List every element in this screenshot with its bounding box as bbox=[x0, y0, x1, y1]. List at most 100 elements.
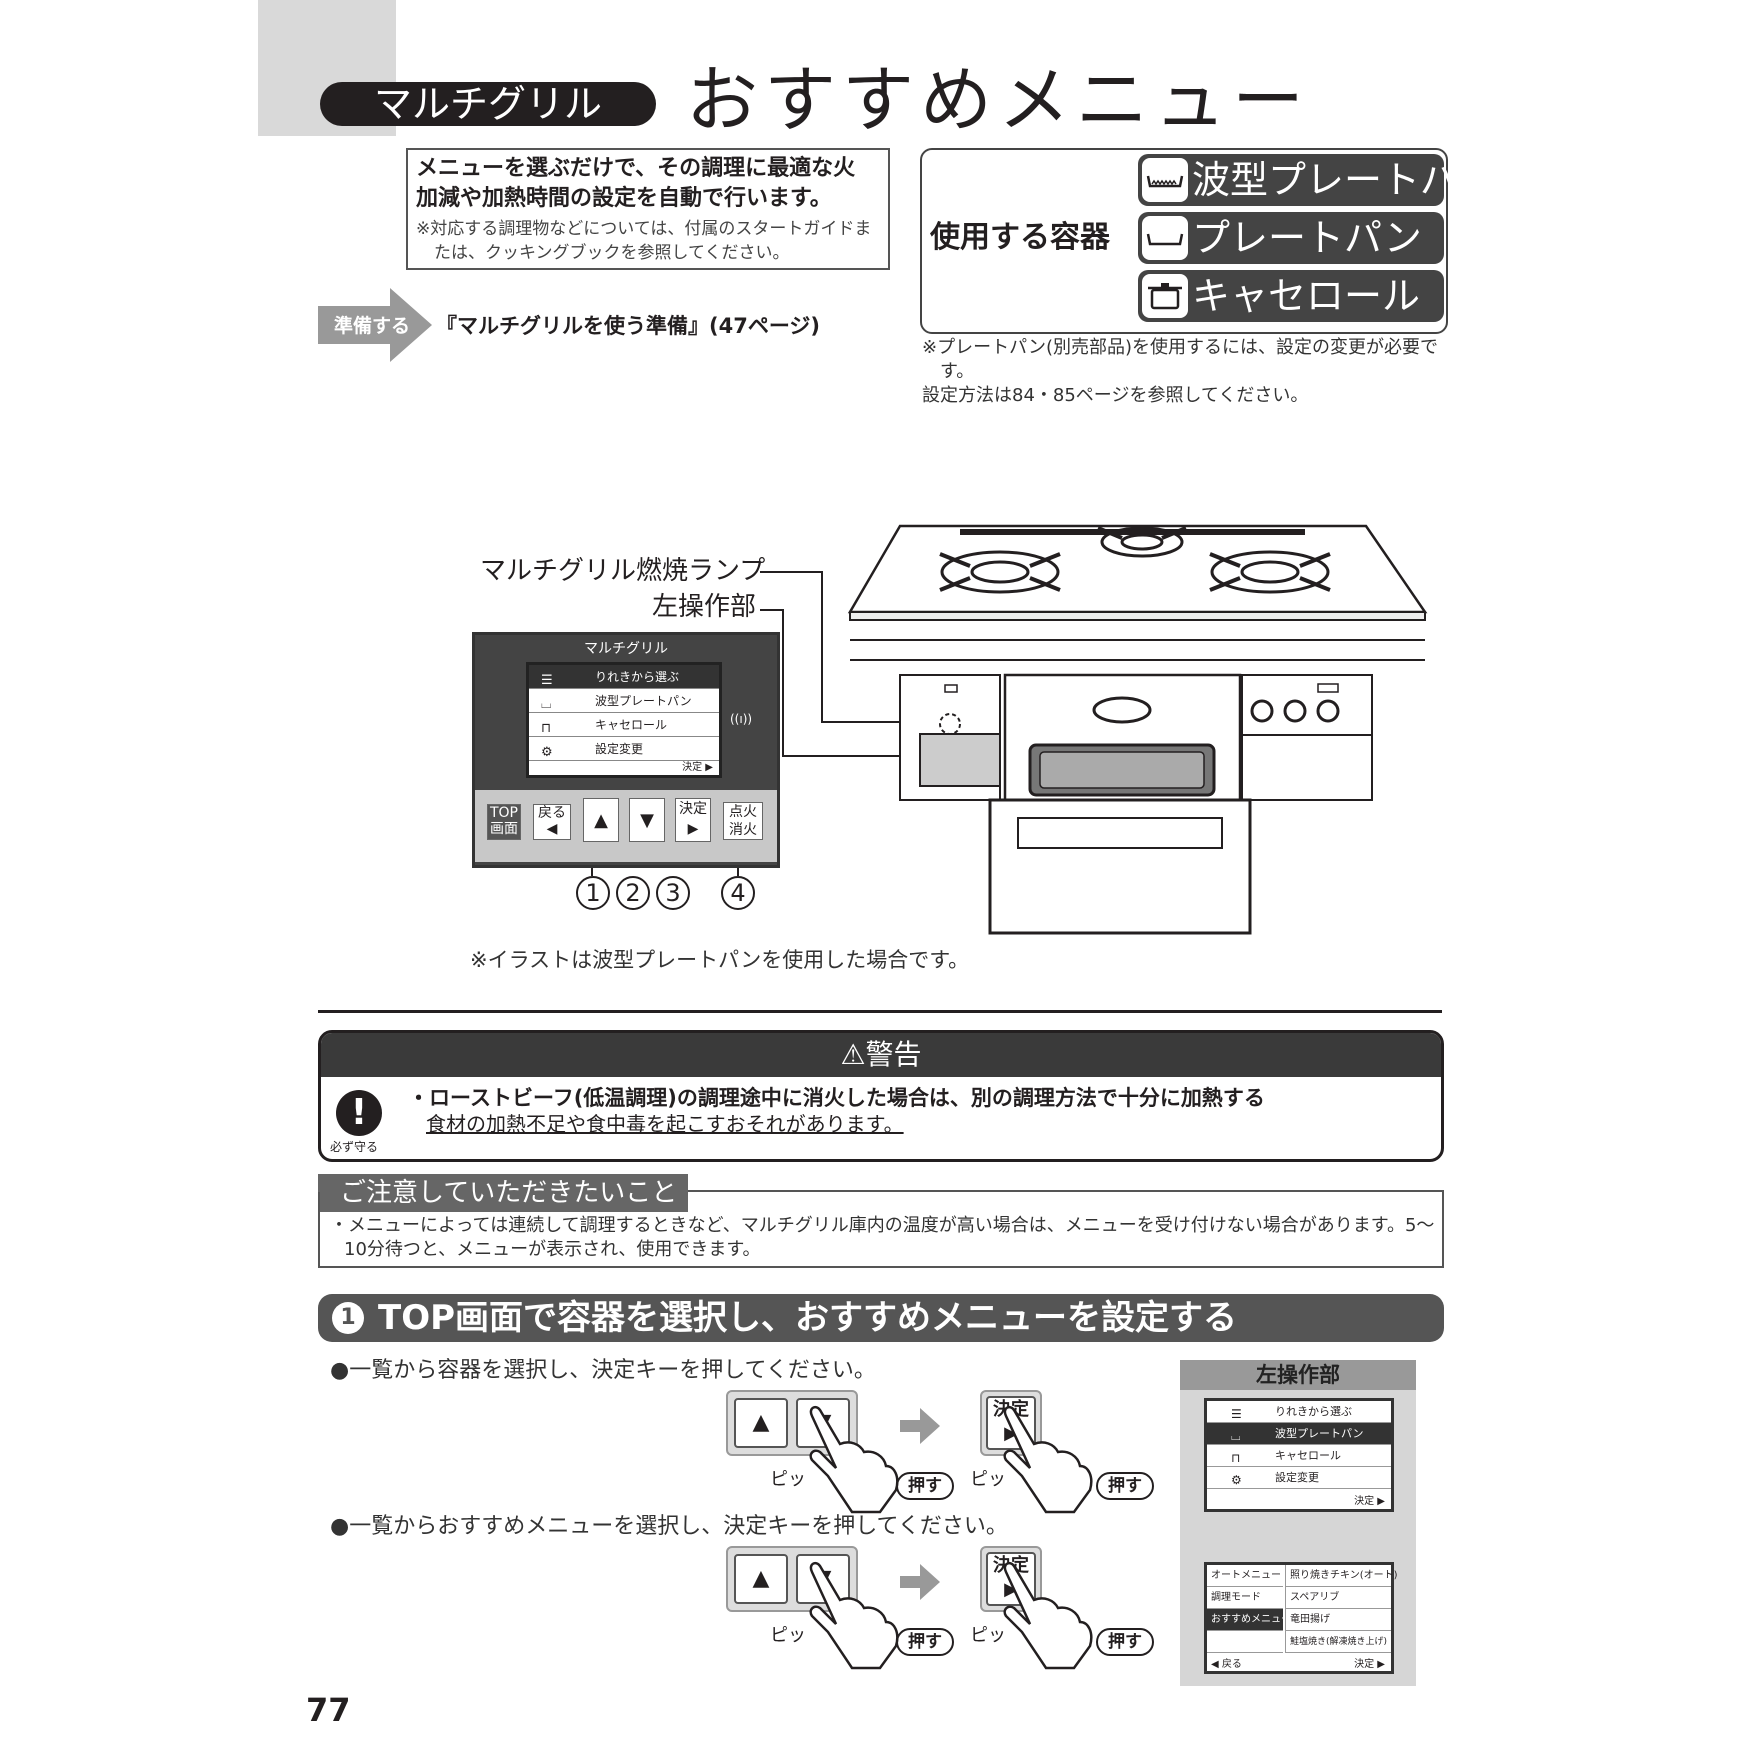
prep-reference-link[interactable]: 『マルチグリルを使う準備』(47ページ) bbox=[436, 314, 820, 338]
menu-item: スペアリブ bbox=[1285, 1587, 1391, 1609]
display-item-casserole: ⊓ キャセロール bbox=[529, 713, 719, 737]
menu-category: 調理モード bbox=[1207, 1587, 1283, 1609]
display-item-label: 波型プレートパン bbox=[595, 694, 692, 708]
list-icon: ☰ bbox=[1231, 1407, 1242, 1421]
intro-lead-line1: メニューを選ぶだけで、その調理に最適な火 bbox=[416, 156, 856, 181]
step1-illustration bbox=[809, 1405, 1093, 1670]
step1-instruction1: ●一覧から容器を選択し、決定キーを押してください。 bbox=[330, 1358, 876, 1383]
display-item-wave-pan: ⌴ 波型プレートパン bbox=[529, 689, 719, 713]
push-label: 押す bbox=[896, 1472, 954, 1500]
panel-item-label: りれきから選ぶ bbox=[1275, 1405, 1352, 1418]
display-title: マルチグリル bbox=[584, 641, 668, 657]
caution-top-line bbox=[688, 1190, 1444, 1192]
menu-item: 鮭塩焼き(解凍焼き上げ) bbox=[1285, 1631, 1391, 1653]
exclamation-icon: ! bbox=[336, 1090, 382, 1136]
caution-box bbox=[318, 1192, 1444, 1268]
down-key[interactable]: ▼ bbox=[629, 798, 665, 842]
wave-plate-pan-icon: ⌴ bbox=[1231, 1429, 1241, 1443]
warning-line2: 食材の加熱不足や食中毒を起こすおそれがあります。 bbox=[426, 1112, 904, 1136]
push-label: 押す bbox=[1096, 1472, 1154, 1500]
top-screen-key[interactable]: TOP 画面 bbox=[487, 804, 521, 840]
left-panel-callout: 左操作部 bbox=[652, 592, 757, 622]
decide-key[interactable]: 決定 ▶ bbox=[675, 798, 711, 842]
display-decide: 決定 ▶ bbox=[682, 762, 713, 773]
gear-icon: ⚙ bbox=[541, 745, 553, 760]
containers-note: ※プレートパン(別売部品)を使用するには、設定の変更が必要です。 設定方法は84… bbox=[922, 336, 1462, 408]
number-4: 4 bbox=[721, 876, 755, 910]
prep-label: 準備する bbox=[333, 315, 410, 337]
back-key[interactable]: 戻る ◀ bbox=[533, 804, 571, 840]
intro-note: ※対応する調理物などについては、付属のスタートガイドまたは、クッキングブックを参… bbox=[416, 219, 872, 263]
warning-line1: ・ローストビーフ(低温調理)の調理途中に消火した場合は、別の調理方法で十分に加熱… bbox=[408, 1086, 1265, 1110]
warning-triangle-icon: ⚠ bbox=[840, 1038, 866, 1071]
number-2: 2 bbox=[616, 876, 650, 910]
menu-category: オートメニュー bbox=[1207, 1565, 1283, 1587]
warning-title: 警告 bbox=[865, 1038, 922, 1071]
step1-instruction2: ●一覧からおすすめメニューを選択し、決定キーを押してください。 bbox=[330, 1514, 1008, 1539]
panel-item-label: 波型プレートパン bbox=[1275, 1427, 1364, 1440]
display-item-label: りれきから選ぶ bbox=[595, 670, 680, 684]
panel-item-settings: ⚙設定変更 bbox=[1207, 1467, 1391, 1489]
plate-pan-icon bbox=[1142, 216, 1188, 260]
casserole-icon: ⊓ bbox=[541, 721, 552, 736]
number-3: 3 bbox=[656, 876, 690, 910]
intro-lead-line2: 加減や加熱時間の設定を自動で行います。 bbox=[416, 186, 832, 211]
panel-item-label: 設定変更 bbox=[1275, 1471, 1319, 1484]
wireless-icon: ((ı)) bbox=[730, 712, 753, 726]
containers-note-line2: 設定方法は84・85ページを参照してください。 bbox=[922, 385, 1309, 406]
menu-category-selected: おすすめメニュー bbox=[1207, 1609, 1291, 1631]
panel-item-wave-pan: ⌴ 波型プレートパン bbox=[1207, 1423, 1391, 1445]
warning-header: ⚠警告 bbox=[321, 1033, 1441, 1077]
section-divider bbox=[318, 1010, 1442, 1013]
prep-arrow-icon bbox=[318, 288, 432, 362]
display-item-label: 設定変更 bbox=[595, 742, 644, 756]
containers-label: 使用する容器 bbox=[930, 220, 1110, 255]
must-follow-label: 必ず守る bbox=[330, 1140, 379, 1154]
menu-item: 竜田揚げ bbox=[1285, 1609, 1391, 1631]
display-item-history: ☰ りれきから選ぶ bbox=[529, 665, 719, 689]
lamp-callout: マルチグリル燃焼ランプ bbox=[480, 556, 766, 586]
list-icon: ☰ bbox=[541, 673, 553, 688]
container-label: プレートパン bbox=[1192, 216, 1422, 260]
illustration-note: ※イラストは波型プレートパンを使用した場合です。 bbox=[470, 948, 970, 972]
page-title: おすすめメニュー bbox=[686, 58, 1311, 142]
beep-label: ピッ bbox=[770, 1625, 806, 1646]
containers-note-line1: ※プレートパン(別売部品)を使用するには、設定の変更が必要です。 bbox=[922, 337, 1439, 382]
category-pill: マルチグリル bbox=[320, 82, 656, 126]
left-panel-title: 左操作部 bbox=[1180, 1360, 1416, 1390]
caution-title: ご注意していただきたいこと bbox=[318, 1174, 688, 1212]
panel-item-label: キャセロール bbox=[1275, 1449, 1341, 1462]
number-1: 1 bbox=[576, 876, 610, 910]
wave-plate-pan-icon: ⌴ bbox=[541, 697, 552, 712]
container-casserole: キャセロール bbox=[1138, 270, 1444, 322]
containers-box bbox=[920, 148, 1448, 334]
container-plate-pan: プレートパン bbox=[1138, 212, 1444, 264]
up-key-illus[interactable]: ▲ bbox=[734, 1398, 788, 1448]
stove-illustration bbox=[570, 524, 1428, 935]
ignite-key[interactable]: 点火 消火 bbox=[723, 802, 763, 840]
up-key-illus[interactable]: ▲ bbox=[734, 1554, 788, 1604]
menu-category-empty bbox=[1207, 1631, 1283, 1653]
step1-header: 1 TOP画面で容器を選択し、おすすめメニューを設定する bbox=[318, 1294, 1444, 1342]
beep-label: ピッ bbox=[970, 1469, 1006, 1490]
page-number: 77 bbox=[306, 1691, 351, 1729]
up-key[interactable]: ▲ bbox=[583, 798, 619, 842]
panel-screen-2: オートメニュー 調理モード おすすめメニュー 照り焼きチキン(オート) スペアリ… bbox=[1204, 1562, 1398, 1674]
step1-number: 1 bbox=[332, 1302, 364, 1334]
wave-plate-pan-icon bbox=[1142, 158, 1188, 202]
panel-item-casserole: ⊓ キャセロール bbox=[1207, 1445, 1391, 1467]
container-label: 波型プレートパン bbox=[1192, 158, 1498, 202]
display-item-label: キャセロール bbox=[595, 718, 668, 732]
beep-label: ピッ bbox=[770, 1469, 806, 1490]
step1-title: TOP画面で容器を選択し、おすすめメニューを設定する bbox=[378, 1298, 1238, 1338]
menu-item: 照り焼きチキン(オート) bbox=[1285, 1565, 1398, 1587]
panel-decide: 決定 ▶ bbox=[1354, 1496, 1385, 1507]
warning-box: ⚠警告 bbox=[318, 1030, 1444, 1162]
casserole-icon bbox=[1142, 274, 1188, 318]
container-wave-plate-pan: 波型プレートパン bbox=[1138, 154, 1498, 206]
container-label: キャセロール bbox=[1192, 274, 1421, 318]
display-item-settings: ⚙ 設定変更 bbox=[529, 737, 719, 761]
intro-box: メニューを選ぶだけで、その調理に最適な火 加減や加熱時間の設定を自動で行います。… bbox=[406, 148, 890, 270]
casserole-icon: ⊓ bbox=[1231, 1451, 1241, 1465]
control-key-strip: TOP 画面 戻る ◀ ▲ ▼ 決定 ▶ 点火 消火 bbox=[475, 790, 777, 862]
